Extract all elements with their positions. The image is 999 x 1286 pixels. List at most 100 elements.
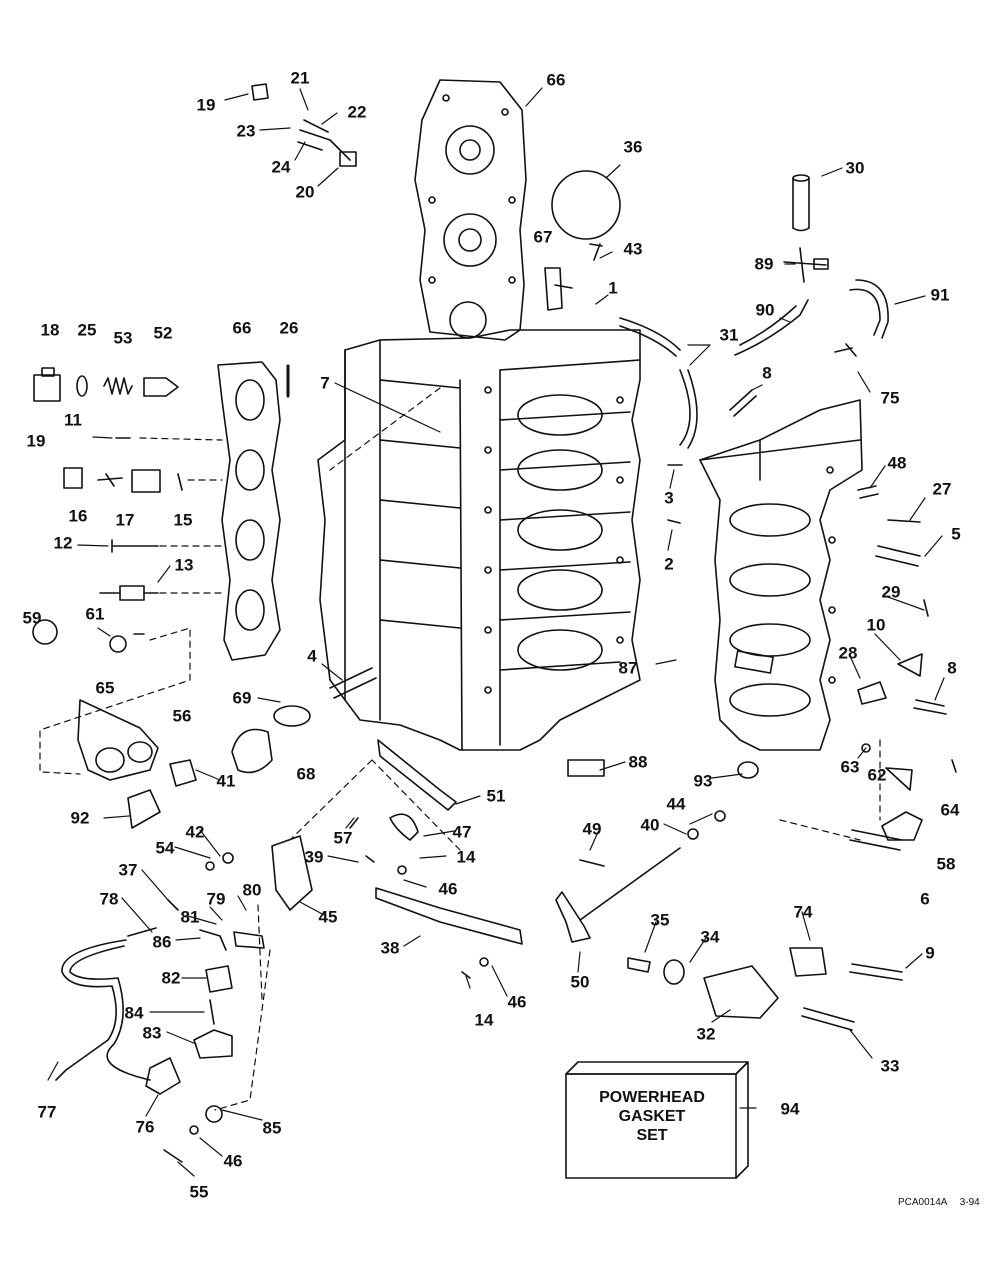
bolt-9 [849, 963, 903, 981]
part-19-top [251, 83, 269, 101]
callout-57: 57 [333, 828, 353, 848]
callout-36: 36 [623, 137, 643, 157]
gasket-set-label: POWERHEAD GASKET SET [572, 1088, 732, 1145]
washer-34 [663, 959, 685, 985]
sensor-upper [729, 389, 757, 417]
callout-17: 17 [115, 510, 135, 530]
callout-49: 49 [582, 819, 602, 839]
bolt-12 [111, 539, 159, 553]
pin-64 [951, 759, 957, 773]
gasket-set-line-1: POWERHEAD [599, 1089, 705, 1106]
tee-fitting [783, 247, 829, 283]
washer-40 [687, 828, 699, 840]
callout-34: 34 [700, 927, 720, 947]
callout-19-top: 19 [196, 95, 216, 115]
rod-50 [579, 847, 681, 921]
callout-62: 62 [867, 765, 887, 785]
callout-8-upper: 8 [762, 363, 772, 383]
part-62 [885, 767, 913, 791]
screw-29 [923, 599, 929, 617]
callout-51: 51 [486, 786, 506, 806]
callout-14-lower: 14 [474, 1010, 494, 1030]
gasket-set-line-3: SET [636, 1127, 668, 1144]
callout-55: 55 [189, 1182, 209, 1202]
connector-20 [339, 151, 357, 167]
screw-43 [589, 243, 603, 261]
callout-44: 44 [666, 794, 686, 814]
callout-68: 68 [296, 764, 316, 784]
callout-39: 39 [304, 847, 324, 867]
callout-80: 80 [242, 880, 262, 900]
pin-14-lower [461, 971, 471, 979]
callout-85: 85 [262, 1118, 282, 1138]
part-54 [205, 861, 215, 871]
callout-90: 90 [755, 300, 775, 320]
link-51 [377, 739, 457, 811]
part-10 [897, 653, 923, 677]
callout-91: 91 [930, 285, 950, 305]
hose [792, 174, 810, 232]
callout-59: 59 [22, 608, 42, 628]
callout-19-left: 19 [26, 431, 46, 451]
callout-35: 35 [650, 910, 670, 930]
callout-46-upper: 46 [438, 879, 458, 899]
callout-81: 81 [180, 907, 200, 927]
block-88 [567, 759, 605, 777]
callout-75: 75 [880, 388, 900, 408]
callout-45: 45 [318, 907, 338, 927]
part-47 [389, 813, 419, 841]
screw-35 [627, 957, 651, 973]
part-85 [205, 1105, 223, 1123]
clip-79 [199, 929, 227, 951]
callout-26: 26 [279, 318, 299, 338]
switch-76 [145, 1057, 181, 1095]
callout-86: 86 [152, 932, 172, 952]
plate-58 [881, 811, 923, 841]
callout-66-left: 66 [232, 318, 252, 338]
cylinder-block [317, 329, 641, 751]
clamp-92 [127, 789, 161, 829]
clamp-41 [169, 759, 197, 787]
bolt-5 [875, 545, 921, 567]
callout-53: 53 [113, 328, 133, 348]
callout-50: 50 [570, 972, 590, 992]
callout-92: 92 [70, 808, 90, 828]
part-82 [205, 965, 233, 993]
callout-42: 42 [185, 822, 205, 842]
callout-79: 79 [206, 889, 226, 909]
callout-4: 4 [307, 646, 317, 666]
callout-23: 23 [236, 121, 256, 141]
pins [667, 464, 683, 524]
block-87 [734, 650, 774, 674]
sensor-lower [913, 699, 947, 715]
spark-plug [99, 585, 159, 601]
leader-lines [47, 87, 945, 1177]
callout-94: 94 [780, 1099, 800, 1119]
hose-90 [734, 299, 809, 356]
callout-69: 69 [232, 688, 252, 708]
callout-11: 11 [64, 410, 82, 430]
callout-24: 24 [271, 157, 291, 177]
part-42 [222, 852, 234, 864]
callout-93: 93 [693, 771, 713, 791]
drawing-code: PCA0014A [898, 1197, 947, 1208]
washer-44 [714, 810, 726, 822]
bolt-6 [849, 829, 903, 851]
callout-74: 74 [793, 902, 813, 922]
callout-67: 67 [533, 227, 553, 247]
callout-20: 20 [295, 182, 315, 202]
cylinder-head-gasket [414, 79, 527, 341]
callout-82: 82 [161, 968, 181, 988]
washer-69 [273, 705, 311, 727]
callout-41: 41 [216, 771, 236, 791]
fitting-75 [834, 343, 857, 357]
callout-65: 65 [95, 678, 115, 698]
dashed-leaders [39, 387, 881, 1111]
spring-84 [209, 999, 215, 1025]
callout-30: 30 [845, 158, 865, 178]
callout-38: 38 [380, 938, 400, 958]
callout-56: 56 [172, 706, 192, 726]
washer-46-upper [397, 865, 407, 875]
grommet-68 [231, 728, 273, 774]
